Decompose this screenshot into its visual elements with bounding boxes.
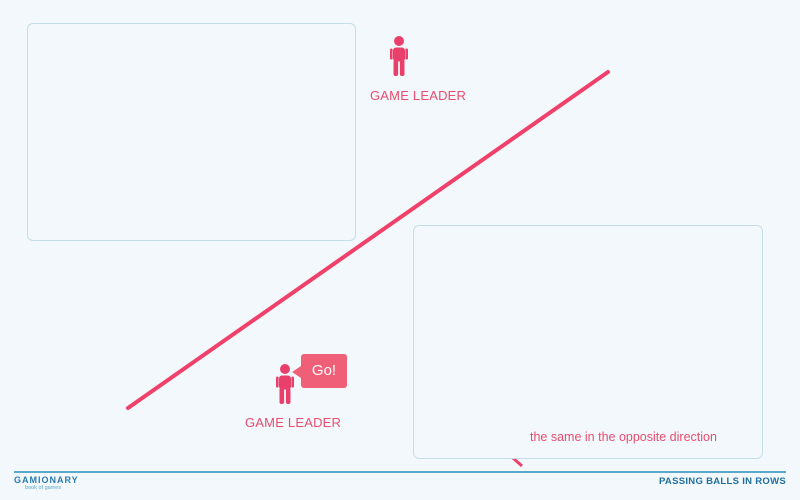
person-arm: [405, 48, 408, 60]
person-arm: [291, 376, 294, 388]
setup-panel: [27, 23, 356, 241]
person-arm: [390, 48, 393, 60]
footer-divider: [14, 471, 786, 473]
brand-name: GAMIONARY: [14, 475, 79, 485]
person-body: [393, 47, 405, 62]
go-speech-bubble: Go!: [292, 354, 347, 388]
person-leg: [399, 60, 405, 76]
person-body: [279, 375, 291, 390]
brand-logo: GAMIONARY book of games: [14, 475, 79, 491]
opposite-direction-caption: the same in the opposite direction: [530, 430, 717, 444]
person-head: [280, 364, 290, 374]
footer-title: PASSING BALLS IN ROWS: [659, 476, 786, 487]
person-leg: [285, 388, 291, 404]
person-head: [394, 36, 404, 46]
person-arm: [276, 376, 279, 388]
game-leader-figure-bottom: [276, 364, 294, 404]
person-leg: [279, 388, 285, 404]
diagonal-divider: [126, 70, 610, 410]
person-leg: [393, 60, 399, 76]
game-leader-label-bottom: GAME LEADER: [245, 415, 342, 430]
race-panel: [413, 225, 763, 459]
game-leader-figure-top: [390, 36, 408, 76]
brand-tagline: book of games: [25, 485, 62, 491]
game-leader-label-top: GAME LEADER: [370, 88, 467, 103]
